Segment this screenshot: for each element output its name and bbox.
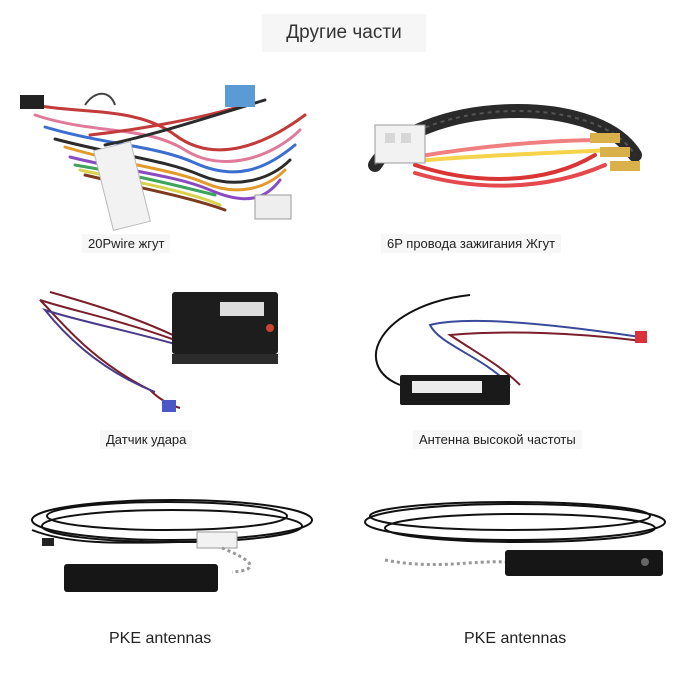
item-label-wire-harness: 20Pwire жгут <box>82 234 171 253</box>
ignition-harness-image <box>368 103 642 188</box>
item-label-hf-antenna: Антенна высокой частоты <box>413 430 582 449</box>
wire-harness-image <box>20 85 307 231</box>
item-label-ignition-harness: 6P провода зажигания Жгут <box>381 234 562 253</box>
page-title: Другие части <box>262 14 426 52</box>
item-label-pke-antenna-right: PKE antennas <box>464 630 567 647</box>
pke-antenna-right-image <box>364 501 666 576</box>
shock-sensor-image <box>39 291 278 412</box>
item-label-shock-sensor: Датчик удара <box>100 430 193 449</box>
hf-antenna-image <box>374 294 647 405</box>
item-label-pke-antenna-left: PKE antennas <box>109 630 212 647</box>
pke-antenna-left-image <box>31 499 313 592</box>
